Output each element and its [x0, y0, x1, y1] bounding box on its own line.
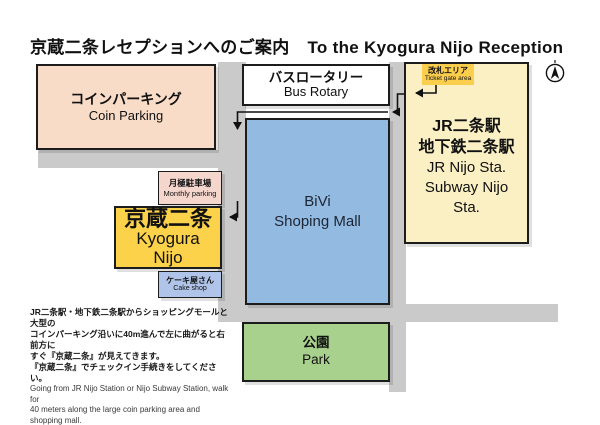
road-south-of-mall: [218, 304, 558, 322]
cake-shop-label-en: Cake shop: [173, 285, 207, 293]
station-label-en-3: Sta.: [453, 198, 480, 216]
bivi-label-line-2: Shoping Mall: [274, 212, 361, 230]
monthly-parking-label-jp: 月極駐車場: [168, 178, 212, 188]
kyogura-label-en-2: Nijo: [153, 247, 183, 267]
directions-jp-line: コインパーキング沿いに40m進んで左に曲がると右前方に: [30, 329, 225, 351]
station-label-jp-2: 地下鉄二条駅: [418, 139, 515, 157]
bus-rotary-label-jp: バスロータリー: [268, 69, 364, 85]
station-label-en-1: JR Nijo Sta.: [426, 159, 507, 177]
coin-parking-block: コインパーキング Coin Parking: [36, 64, 216, 150]
road-below-coin-parking: [38, 150, 222, 168]
ticket-gate-label-jp: 改札エリア: [428, 65, 468, 75]
station-label-en-2: Subway Nijo: [424, 179, 509, 197]
bivi-label-line-1: BiVi: [304, 193, 331, 210]
park-block: 公園 Park: [242, 322, 390, 382]
kyogura-nijo-destination-block: 京蔵二条 Kyogura Nijo: [114, 206, 222, 269]
compass-north-icon: [545, 60, 565, 83]
page-title-english: To the Kyogura Nijo Reception: [307, 38, 564, 57]
park-label-en: Park: [302, 352, 330, 367]
bus-rotary-label-en: Bus Rotary: [283, 84, 349, 100]
kyogura-label-en-1: Kyogura: [136, 229, 200, 249]
monthly-parking-block: 月極駐車場 Monthly parking: [158, 171, 222, 205]
directions-jp-line: 『京蔵二条』でチェックイン手続きをしてください。: [30, 362, 217, 384]
bus-rotary-block: バスロータリー Bus Rotary: [242, 64, 390, 106]
road-west-of-mall: [218, 62, 246, 322]
cake-shop-label-jp: ケーキ屋さん: [166, 275, 214, 285]
page-title: 京蔵二条レセプションへのご案内 To the Kyogura Nijo Recep…: [30, 33, 563, 58]
station-label-jp-1: JR二条駅: [432, 118, 501, 135]
coin-parking-label-jp: コインパーキング: [70, 90, 182, 107]
park-label-jp: 公園: [302, 335, 330, 351]
directions-text-block: JR二条駅・地下鉄二条駅からショッピングモールと大型の コインパーキング沿いに4…: [30, 307, 232, 425]
directions-jp-line: すぐ『京蔵二条』が見えてきます。: [30, 351, 165, 362]
kyogura-label-jp: 京蔵二条: [123, 206, 212, 232]
page-title-japanese: 京蔵二条レセプションへのご案内: [30, 38, 290, 57]
bivi-shopping-mall-block: BiVi Shoping Mall: [245, 118, 390, 305]
directions-jp-line: JR二条駅・地下鉄二条駅からショッピングモールと大型の: [30, 307, 228, 329]
ticket-gate-area-badge: 改札エリア Ticket gate area: [422, 64, 474, 85]
ticket-gate-label-en: Ticket gate area: [424, 75, 472, 83]
monthly-parking-label-en: Monthly parking: [163, 188, 217, 198]
cake-shop-block: ケーキ屋さん Cake shop: [158, 271, 222, 298]
directions-en-line: Going from JR Nijo Station or Nijo Subwa…: [30, 384, 229, 404]
directions-en-line: 40 meters along the large coin parking a…: [30, 405, 200, 425]
coin-parking-label-en: Coin Parking: [88, 107, 164, 123]
nijo-station-block: JR二条駅 地下鉄二条駅 JR Nijo Sta. Subway Nijo St…: [404, 62, 529, 244]
